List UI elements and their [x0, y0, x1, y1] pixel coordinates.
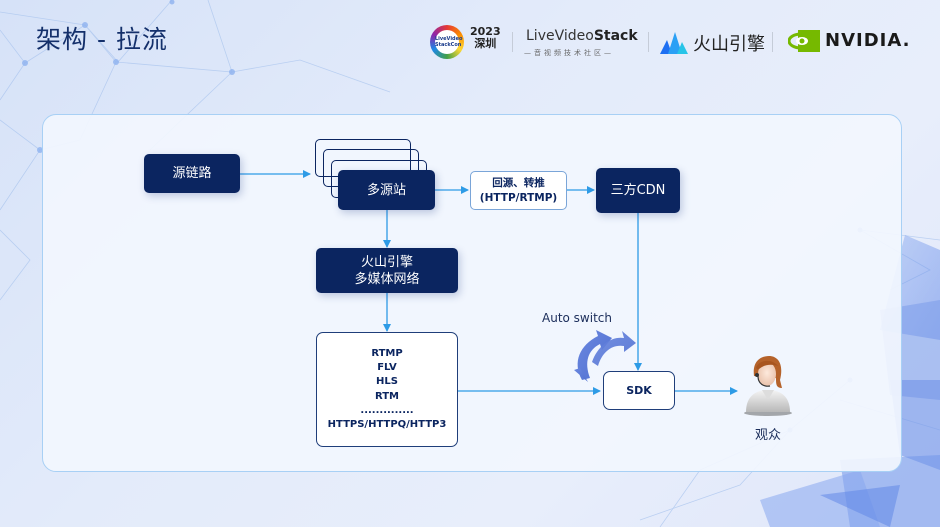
node-volc-media-network-line2: 多媒体网络: [354, 271, 420, 287]
logo-divider: [512, 32, 513, 52]
node-back-to-origin-label-line2: (HTTP/RTMP): [479, 191, 558, 204]
volcengine-mountain-icon: [660, 32, 688, 54]
protocol-item: HTTPS/HTTPQ/HTTP3: [327, 418, 447, 430]
nvidia-logo-text: NVIDIA.: [825, 30, 911, 51]
logo-divider: [772, 32, 773, 52]
node-volc-media-network: 火山引擎 多媒体网络: [316, 248, 458, 293]
logo-divider: [648, 32, 649, 52]
protocol-item: FLV: [377, 362, 397, 374]
volcengine-logo-text: 火山引擎: [693, 34, 765, 55]
node-multi-origin: 多源站: [338, 170, 435, 210]
node-sdk: SDK: [603, 371, 675, 410]
node-back-to-origin-label-line1: 回源、转推: [492, 176, 545, 189]
viewer-label: 观众: [755, 428, 782, 443]
node-protocols: RTMP FLV HLS RTM .............. HTTPS/HT…: [316, 332, 458, 447]
logo-city: 深圳: [474, 37, 497, 50]
logo-year-city: 2023 深圳: [470, 26, 501, 50]
livevideostack-logo-suffix: Stack: [593, 28, 638, 44]
livevideostack-subtitle: —音视频技术社区—: [524, 49, 614, 57]
node-source-link-label: 源链路: [172, 166, 212, 181]
node-back-to-origin: 回源、转推 (HTTP/RTMP): [470, 171, 567, 210]
node-third-party-cdn-label: 三方CDN: [610, 183, 666, 198]
protocol-item: RTMP: [371, 347, 403, 359]
node-third-party-cdn: 三方CDN: [596, 168, 680, 213]
livevideostack-logo: LiveVideoStack: [526, 28, 638, 44]
viewer-avatar-icon: [744, 356, 792, 416]
nvidia-eye-icon: [788, 30, 820, 52]
node-volc-media-network-line1: 火山引擎: [360, 254, 413, 270]
livevideostackcon-badge-icon: LiveVideo StackCon: [430, 25, 464, 59]
livevideostackcon-badge-text: LiveVideo StackCon: [435, 30, 462, 54]
sponsor-logos: LiveVideo StackCon 2023 深圳 LiveVideoStac…: [428, 18, 928, 62]
livevideostack-logo-prefix: LiveVideo: [526, 28, 594, 44]
auto-switch-label: Auto switch: [542, 311, 612, 325]
logo-year: 2023: [470, 25, 501, 38]
protocol-item: HLS: [376, 376, 398, 388]
protocol-item: RTM: [374, 390, 400, 402]
slide-title: 架构 - 拉流: [36, 25, 168, 54]
node-sdk-label: SDK: [626, 384, 652, 397]
protocol-ellipsis: ..............: [360, 404, 414, 416]
node-multi-origin-label: 多源站: [366, 182, 406, 198]
node-source-link: 源链路: [144, 154, 240, 193]
